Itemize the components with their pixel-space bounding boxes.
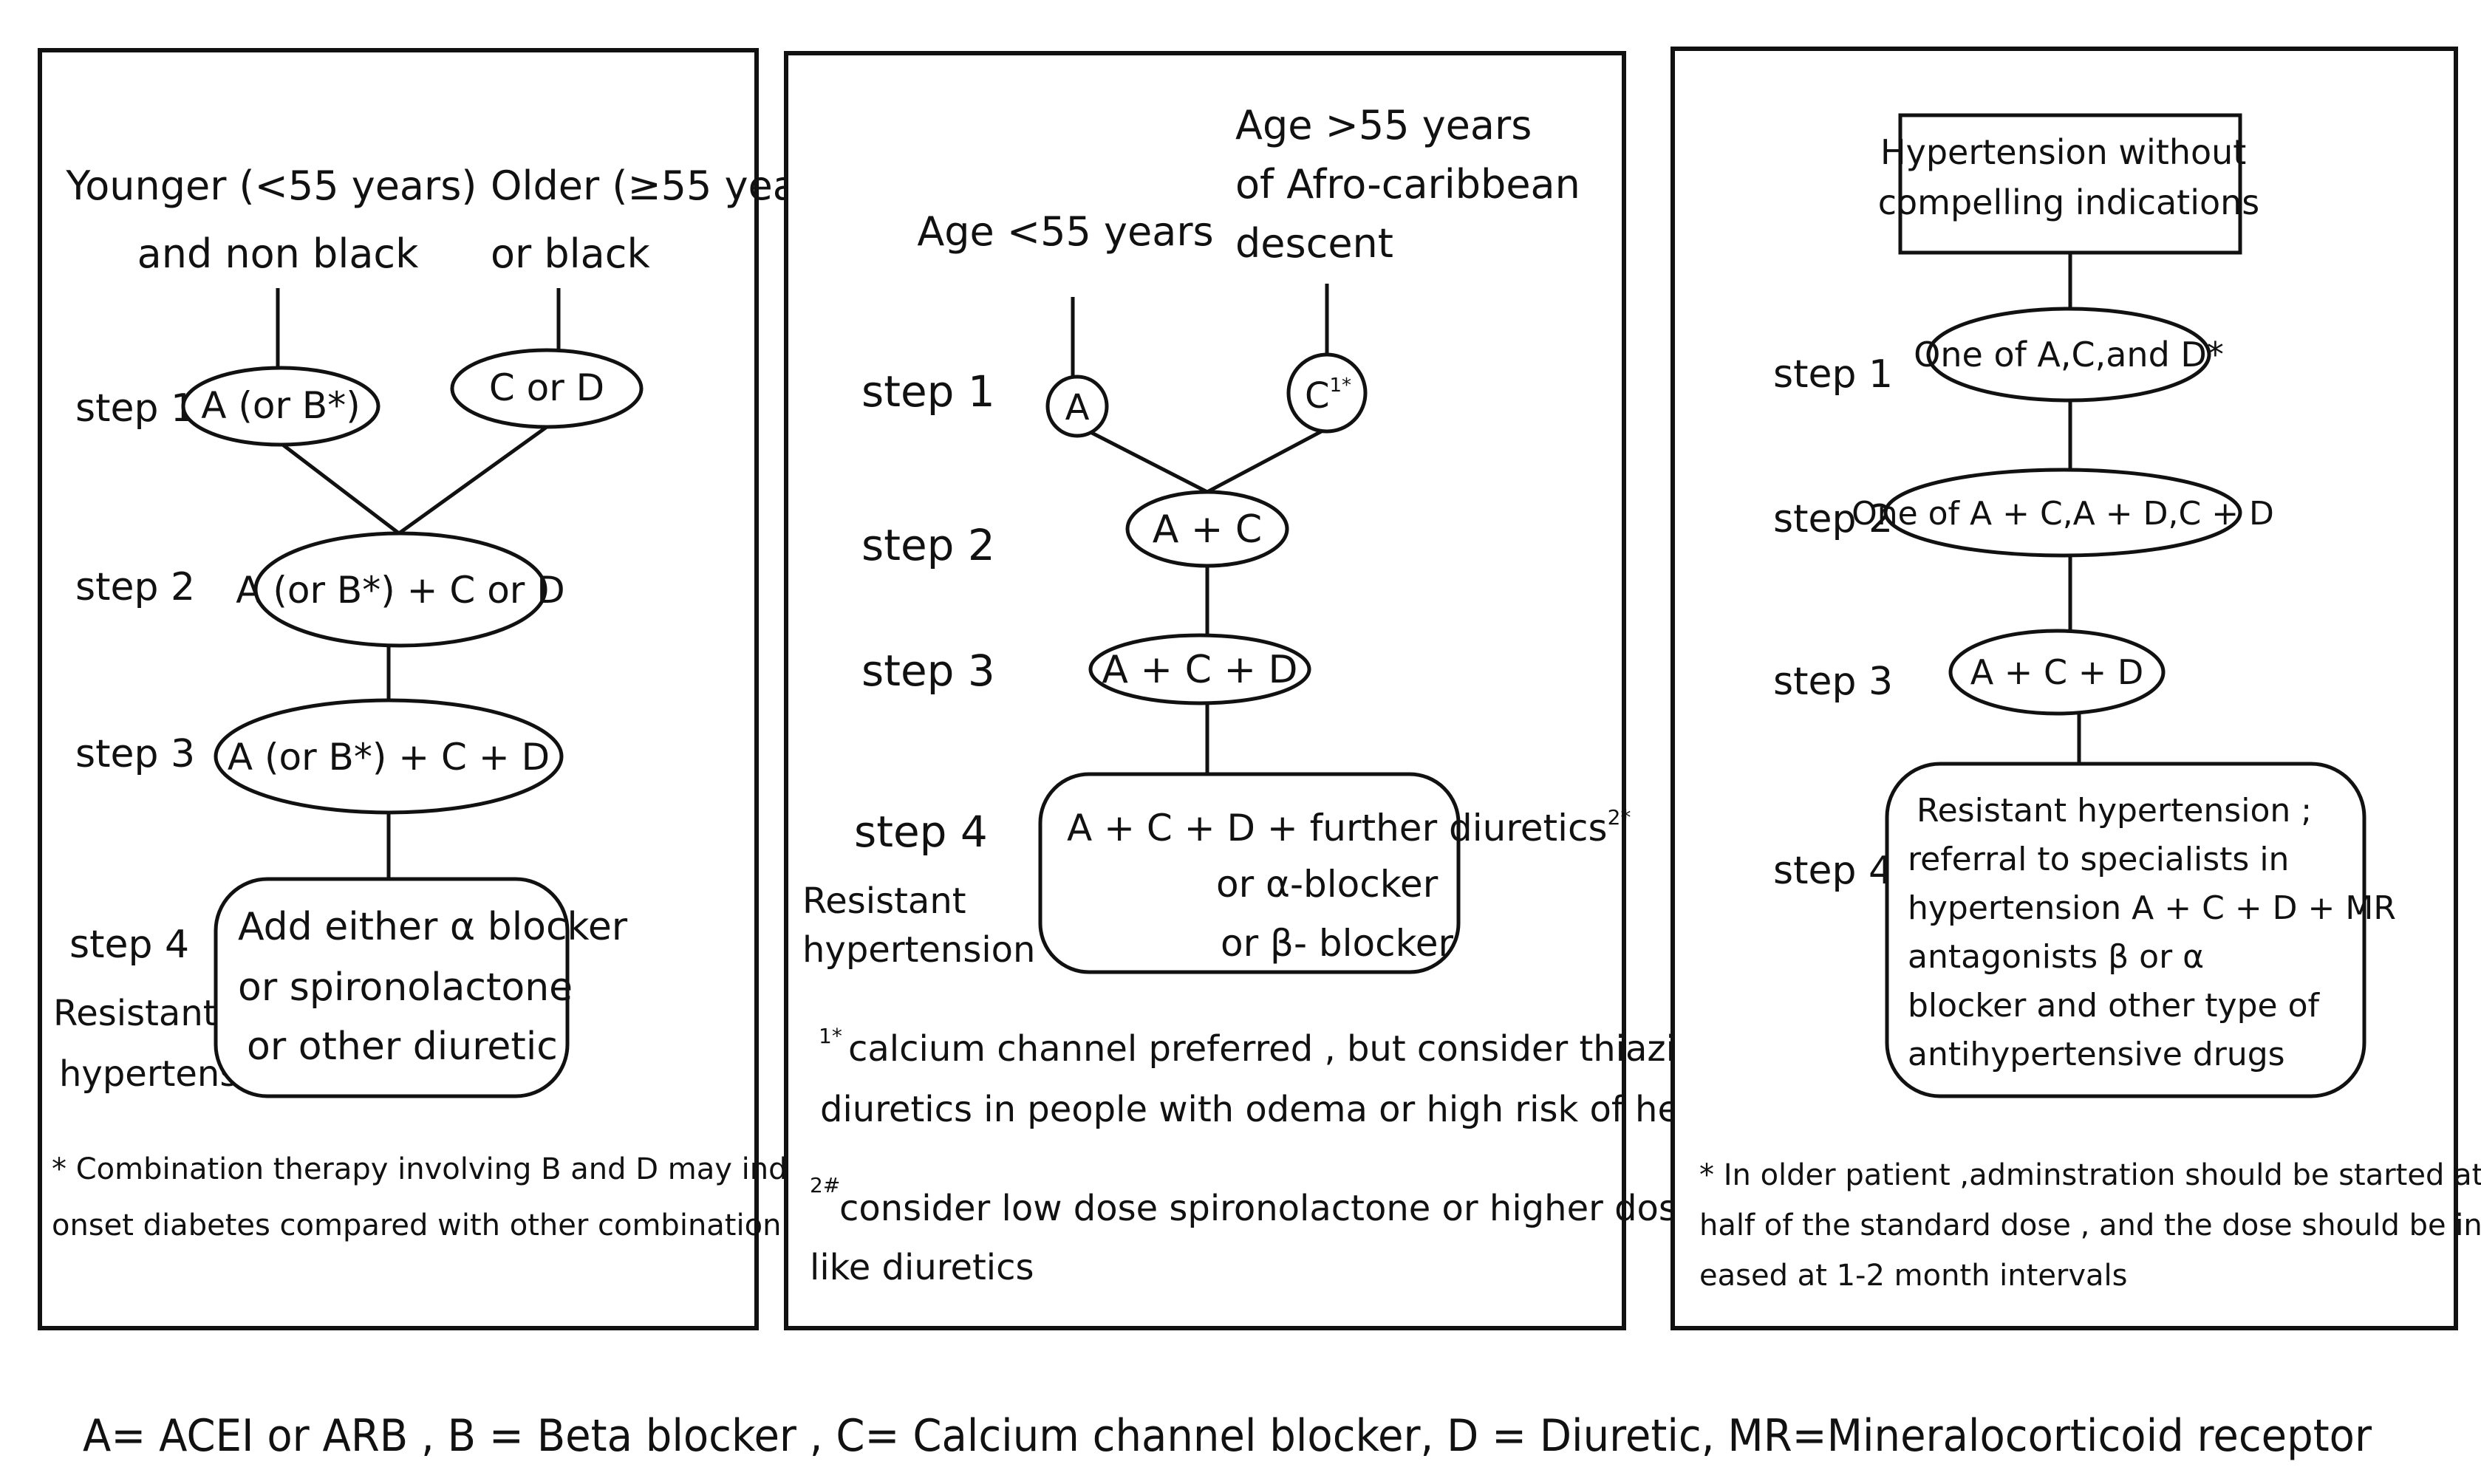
middle-node-step3: [1088, 633, 1311, 705]
left-step1-label: step 1: [75, 386, 195, 431]
left-node-cd: [450, 348, 644, 429]
middle-node-c-text: C1*: [1305, 375, 1351, 417]
left-connector: [279, 442, 400, 535]
middle-connector: [1206, 426, 1328, 494]
left-node-step2-text: A (or B*) + C or D: [236, 569, 564, 612]
middle-node-step4: [1038, 772, 1461, 974]
right-node-step1: [1926, 307, 2211, 403]
legend-text: A= ACEI or ARB , B = Beta blocker , C= C…: [83, 1410, 2372, 1462]
middle-step1-label: step 1: [861, 366, 995, 417]
left-node-a-text: A (or B*): [201, 384, 360, 427]
middle-node-step4-line2: or α-blocker: [1216, 863, 1439, 906]
left-panel-frame: [38, 48, 759, 1330]
right-step2-label: step 2: [1773, 497, 1893, 541]
middle-node-c: [1286, 352, 1368, 434]
right-top-box-text: Hypertension without compelling indicati…: [1878, 132, 2260, 222]
middle-group-young: Age <55 years: [917, 208, 1213, 255]
right-top-box: [1898, 113, 2242, 255]
right-node-step4-text: Resistant hypertension ; referral to spe…: [1908, 792, 2406, 1073]
middle-node-a: [1045, 375, 1109, 438]
left-node-step2: [253, 531, 547, 648]
right-step1-label: step 1: [1773, 352, 1893, 397]
left-group-young: Younger (<55 years) and non black: [65, 163, 489, 277]
left-node-step3-text: A (or B*) + C + D: [228, 736, 550, 779]
middle-group-old: Age >55 years of Afro-caribbean descent: [1235, 102, 1593, 267]
left-node-a: [181, 366, 380, 447]
right-step3-label: step 3: [1773, 660, 1893, 704]
left-step3-label: step 3: [75, 732, 195, 776]
middle-panel: Age <55 years Age >55 years of Afro-cari…: [784, 51, 1909, 1330]
right-node-step3: [1948, 629, 2166, 716]
middle-node-step4-line3: or β- blocker: [1221, 922, 1454, 965]
right-footnote: * In older patient ,adminstration should…: [1699, 1158, 2481, 1293]
middle-node-step3-text: A + C + D: [1102, 648, 1297, 692]
right-node-step2: [1883, 468, 2242, 558]
left-step4-label: step 4: [69, 923, 189, 967]
middle-node-step4-line1: A + C + D + further diuretics2*: [1067, 805, 1631, 849]
right-node-step2-text: One of A + C,A + D,C + D: [1852, 495, 2274, 533]
left-node-step4: [214, 877, 570, 1098]
right-node-step1-text: One of A,C,and D*: [1914, 335, 2224, 375]
middle-node-a-text: A: [1065, 387, 1090, 428]
left-connector: [397, 425, 548, 536]
middle-connector: [1085, 428, 1209, 494]
left-step2-label: step 2: [75, 565, 195, 609]
middle-step4-label: step 4: [854, 807, 988, 857]
middle-node-step2: [1125, 490, 1289, 568]
right-node-step4: [1885, 762, 2366, 1098]
right-panel: Hypertension without compelling indicati…: [1671, 47, 2481, 1330]
left-node-step4-text: Add either α blocker or spironolactone o…: [238, 905, 640, 1069]
left-node-cd-text: C or D: [489, 366, 604, 409]
middle-resistant-label: Resistant hypertension: [802, 881, 1035, 971]
middle-node-step2-text: A + C: [1153, 507, 1263, 552]
middle-step2-label: step 2: [861, 520, 995, 570]
right-step4-label: step 4: [1773, 849, 1893, 893]
middle-step3-label: step 3: [861, 646, 995, 696]
right-node-step3-text: A + C + D: [1970, 652, 2144, 692]
left-node-step3: [214, 698, 564, 815]
